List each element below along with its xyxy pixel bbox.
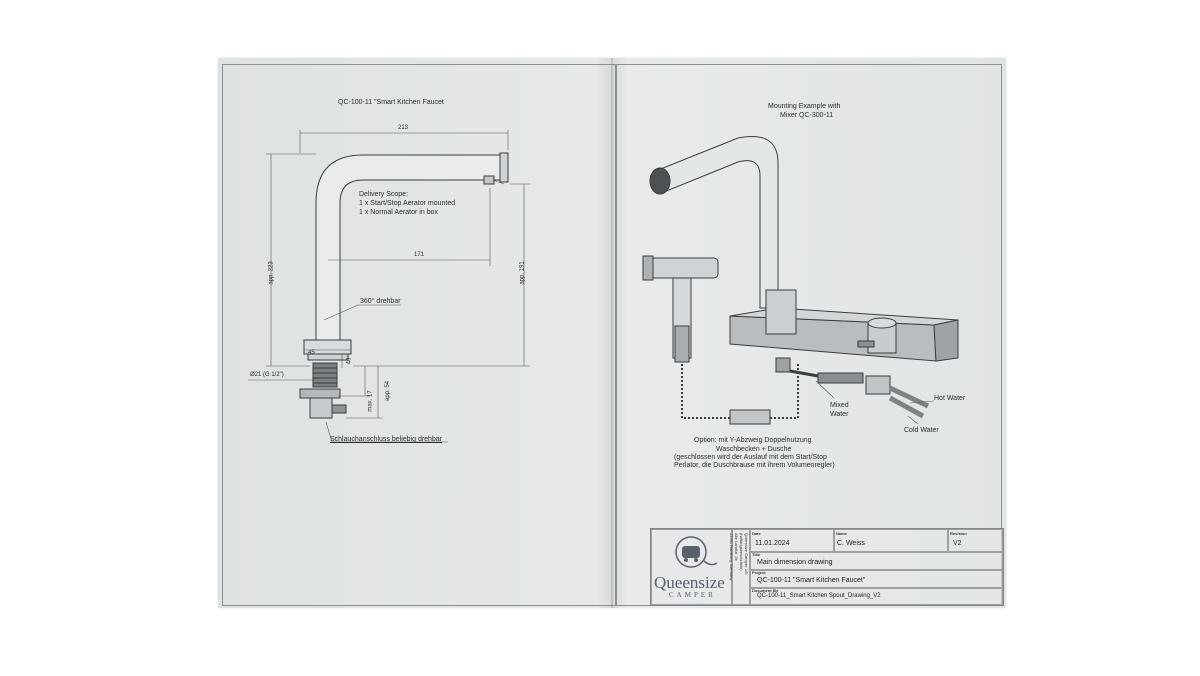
document-value: QC-100-11_Smart Kitchen Spout_Drawing_V2 xyxy=(757,593,881,599)
t-connector xyxy=(817,372,864,384)
company-line-2: (haftungsbeschränkt) xyxy=(739,533,744,571)
shower-head xyxy=(647,257,719,279)
dim-width-top: 213 xyxy=(398,125,409,131)
dim-reach: 171 xyxy=(414,252,425,258)
option-text-4: Perlator, die Duschbrause mit ihrem Volu… xyxy=(674,462,835,469)
option-text-1: Option: mit Y-Abzweig Doppelnutzung xyxy=(694,437,812,444)
date-cell xyxy=(749,529,835,553)
rotate-note: 360° drehbar xyxy=(360,298,401,305)
dim-base-width: 45 xyxy=(308,350,315,356)
project-value: QC-100-11 "Smart Kitchen Faucet" xyxy=(757,577,866,584)
hose-body xyxy=(309,397,333,419)
dim-height-spout: app. 191 xyxy=(519,261,526,285)
name-label: Name xyxy=(836,531,847,536)
company-line-1: Queensize Camper UG xyxy=(744,533,749,575)
mixed-water-label-1: Mixed xyxy=(830,402,849,409)
title-value: Main dimension drawing xyxy=(757,559,833,566)
faucet-dimension-drawing xyxy=(248,130,959,443)
date-label: Date xyxy=(752,531,761,536)
revision-label: Revision xyxy=(950,531,967,536)
revision-value: V2 xyxy=(953,540,962,547)
left-drawing-title: QC-100-11 "Smart Kitchen Faucet xyxy=(338,99,444,106)
date-value: 11.01.2024 xyxy=(755,540,790,547)
spout-end xyxy=(499,152,509,183)
logo-cell xyxy=(651,529,733,605)
company-line-4: 22391 Hamburg, Germany xyxy=(729,533,734,581)
title-block: Queensize CAMPER Queensize Camper UG (ha… xyxy=(650,528,1004,606)
project-cell xyxy=(749,569,1003,589)
delivery-scope-line-2: 1 x Normal Aerator in box xyxy=(359,209,438,216)
delivery-scope-heading: Delivery Scope: xyxy=(359,191,409,198)
title-label: Title xyxy=(752,552,761,557)
document-label: Document file xyxy=(752,588,779,593)
mixed-water-label-2: Water xyxy=(830,411,849,418)
dim-thread: Ø21 (G 1/2") xyxy=(250,372,284,378)
mount-nut xyxy=(299,388,341,399)
option-text-2: Waschbecken + Dusche xyxy=(716,446,792,453)
dim-max-depth: max. 17 xyxy=(367,390,374,412)
project-label: Project xyxy=(752,570,766,575)
hose-nipple xyxy=(331,404,347,414)
cold-water-label: Cold Water xyxy=(904,427,939,434)
mixer-base xyxy=(765,289,797,335)
name-value: C. Weiss xyxy=(837,540,865,547)
title-cell xyxy=(749,551,1003,571)
drawing-sheet: QC-100-11 "Smart Kitchen Faucet 213 171 … xyxy=(218,58,1006,608)
company-line-3: Alte Landstr. 2b xyxy=(734,533,739,561)
mounting-example-title-1: Mounting Example with xyxy=(768,103,841,110)
dim-app-depth: app. 54 xyxy=(385,380,392,402)
document-cell xyxy=(749,587,1003,605)
logo-subtitle: CAMPER xyxy=(669,591,716,599)
hose-note: Schlauchanschluss beliebig drehbar xyxy=(330,436,443,443)
base-ring xyxy=(307,353,349,361)
dim-base-small: 40 xyxy=(346,357,353,365)
mixer-aerator-end xyxy=(649,167,671,195)
logo-wordmark: Queensize xyxy=(654,573,725,592)
delivery-scope-line-1: 1 x Start/Stop Aerator mounted xyxy=(359,200,456,207)
mounting-example-title-2: Mixer QC-300-11 xyxy=(780,112,834,119)
dim-height-total: app. 223 xyxy=(268,261,275,285)
name-cell xyxy=(833,529,949,553)
hot-water-label: Hot Water xyxy=(934,395,966,402)
option-text-3: (geschlossen wird der Auslauf mit dem St… xyxy=(674,454,827,461)
page-fold xyxy=(611,58,613,608)
aerator xyxy=(483,175,495,185)
company-cell xyxy=(731,529,751,605)
logo-emblem xyxy=(675,536,718,568)
shower-hose xyxy=(681,364,730,419)
revision-cell xyxy=(947,529,1003,553)
spout-outer xyxy=(315,154,507,349)
y-connector xyxy=(729,409,771,425)
left-page-frame xyxy=(222,64,616,606)
